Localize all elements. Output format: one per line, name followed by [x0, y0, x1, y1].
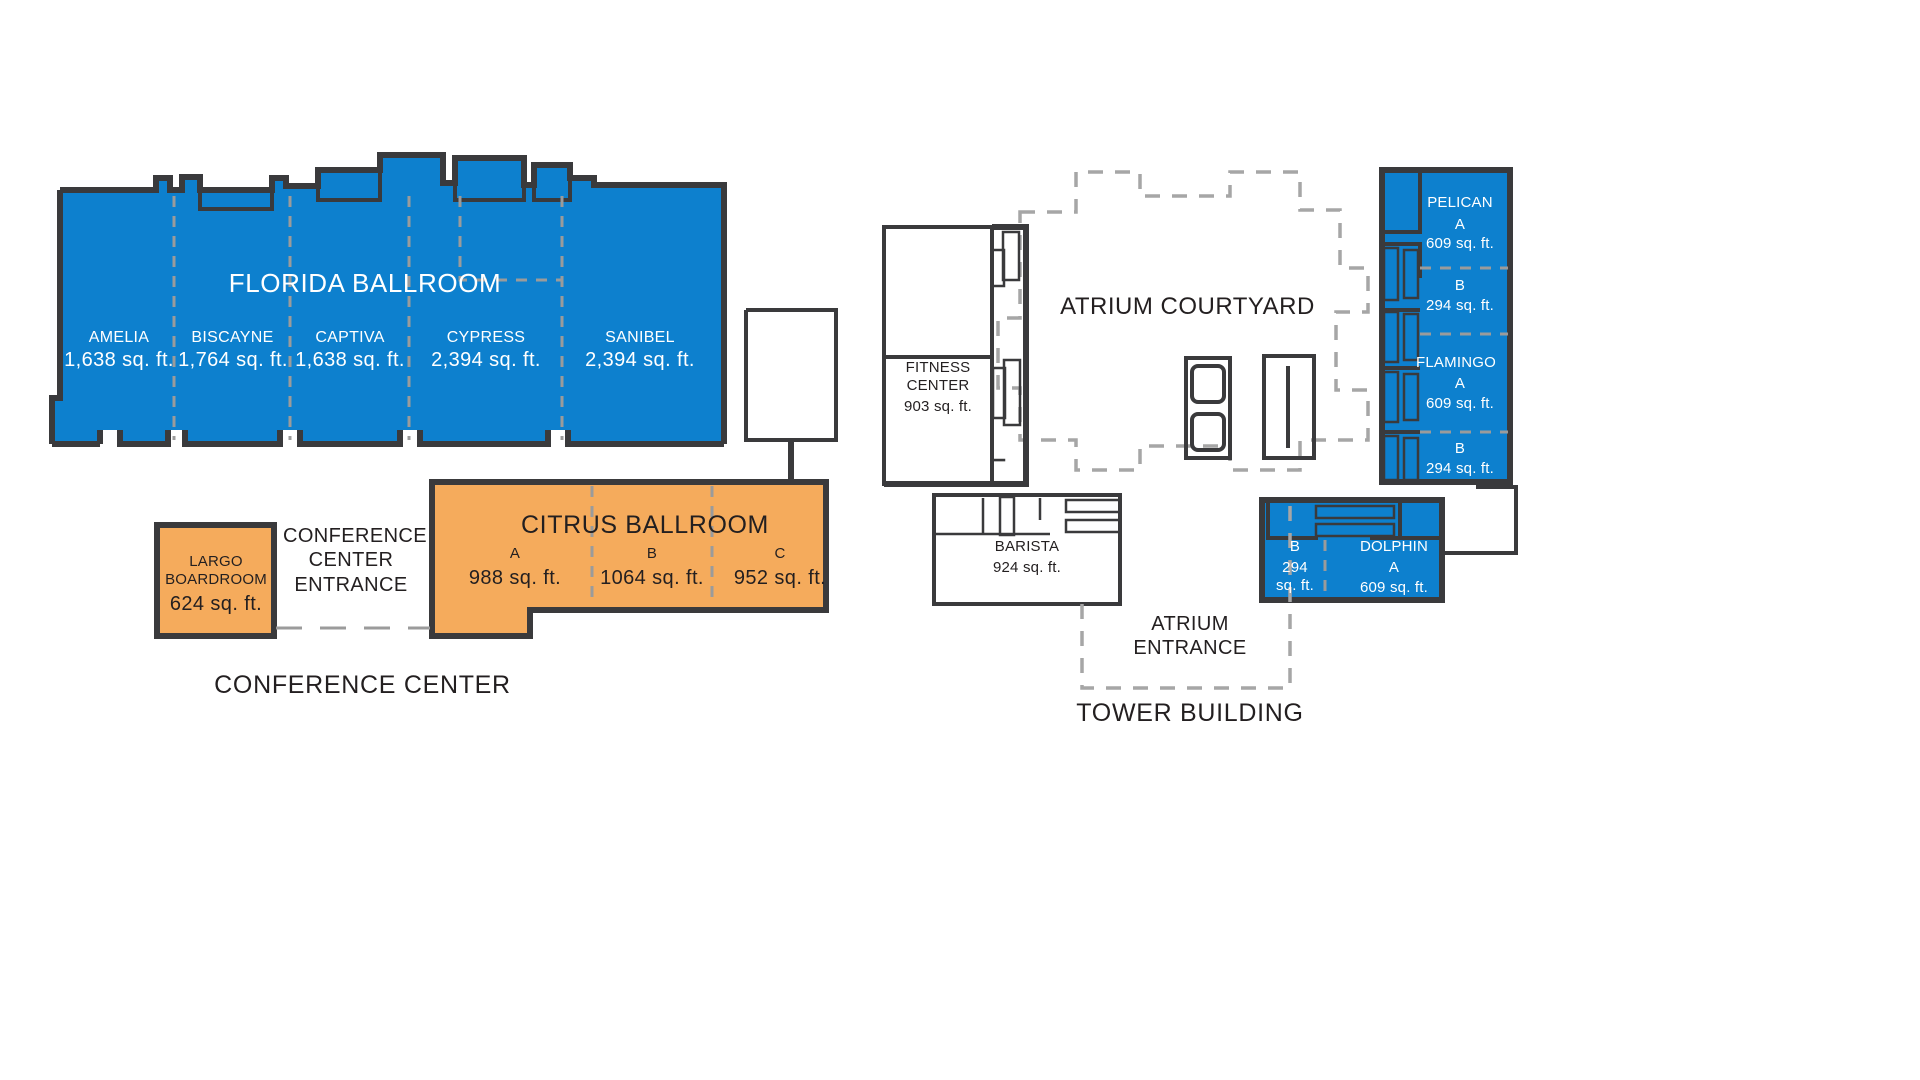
citrus-ballroom-shape[interactable]: [429, 479, 829, 639]
atrium-entrance-outline: [1080, 496, 1292, 690]
fitness-center-shape[interactable]: [882, 224, 1029, 487]
pelican-flamingo-dividers: [1420, 266, 1508, 434]
florida-ballroom-dividers: [172, 196, 564, 440]
largo-boardroom-shape[interactable]: [154, 522, 277, 639]
florida-ballroom-walls: [49, 152, 838, 488]
tower-right-annex: [1443, 485, 1518, 555]
dolphin-shape[interactable]: [1259, 497, 1445, 603]
florida-ballroom-shape[interactable]: [52, 155, 724, 444]
atrium-courtyard-outline: [996, 170, 1370, 472]
citrus-ballroom-dividers: [590, 486, 714, 606]
pelican-flamingo-shape[interactable]: [1379, 167, 1513, 485]
atrium-courtyard-furniture: [1184, 354, 1316, 460]
barista-shape[interactable]: [932, 493, 1122, 606]
